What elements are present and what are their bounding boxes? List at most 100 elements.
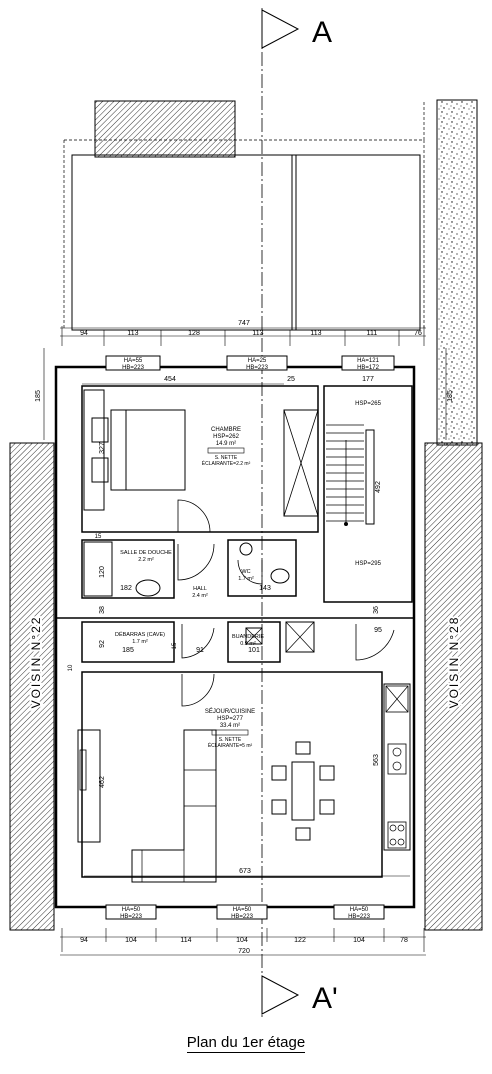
wc-toilet — [270, 568, 290, 584]
door-swing — [177, 499, 211, 533]
dining-chairs — [271, 741, 335, 841]
stair-hsp1: HSP=265 — [355, 401, 382, 407]
dim-95: 95 — [374, 627, 382, 634]
hall-name: HALL — [193, 586, 207, 592]
dim-177: 177 — [362, 376, 374, 383]
section-label-bottom: A' — [312, 982, 338, 1015]
chambre-ecl: ÉCLAIRANTE=2.2 m² — [202, 460, 251, 467]
window-label: HA=50 — [122, 907, 141, 913]
neighbor-left-label: VOISIN N°22 — [29, 616, 43, 709]
door-swing — [355, 624, 395, 661]
sejour-ecl: ÉCLAIRANTE=5 m² — [208, 742, 253, 749]
plan-caption: Plan du 1er étage — [0, 1034, 492, 1053]
dim-top-seg: 113 — [127, 330, 138, 337]
stair-handrail — [365, 429, 375, 525]
dim-92: 92 — [99, 640, 106, 648]
bed — [110, 409, 186, 491]
room-sejour — [81, 671, 383, 878]
tv-cabinet — [77, 729, 101, 843]
sink-drain — [392, 747, 402, 757]
dim-36: 36 — [373, 606, 380, 614]
sejour-area: 33.4 m² — [220, 723, 240, 729]
dim-bottom-seg: 104 — [236, 937, 248, 944]
wardrobe-left — [83, 389, 105, 511]
chambre-ratio: S. NETTE — [215, 455, 238, 461]
sink-drain — [392, 761, 402, 771]
dim-454: 454 — [164, 376, 176, 383]
neighbor-right — [424, 442, 483, 931]
dim-bottom-seg: 104 — [125, 937, 137, 944]
dim-143: 143 — [259, 585, 271, 592]
dim-91: 91 — [196, 647, 204, 654]
fridge — [385, 685, 409, 713]
neighbor-right-label: VOISIN N°28 — [447, 616, 461, 709]
dim-10: 10 — [68, 664, 74, 671]
washbasin — [135, 579, 161, 597]
washing-machine-cross — [245, 627, 263, 645]
wc-area: 1.7 m² — [238, 576, 254, 582]
room-chambre — [81, 385, 319, 533]
window-label: HA=55 — [124, 358, 143, 364]
stair-treads — [326, 424, 364, 522]
dim-top-seg: 128 — [188, 330, 200, 337]
window-label: HB=223 — [246, 365, 269, 371]
room-salle-de-douche — [81, 539, 175, 599]
dim-38: 38 — [99, 606, 106, 614]
window-label: HB=223 — [231, 914, 254, 920]
wardrobe — [283, 409, 319, 517]
duct — [285, 621, 315, 653]
debarras-area: 1.7 m² — [132, 639, 148, 645]
dim-bottom-seg: 104 — [353, 937, 365, 944]
dim-185: 185 — [122, 647, 134, 654]
dim-bottom-seg: 122 — [294, 937, 306, 944]
wc-name: WC — [241, 569, 250, 575]
dim-673: 673 — [239, 868, 251, 875]
windows-bottom: HA=50 HB=223 HA=50 HB=223 HA=50 HB=223 — [105, 904, 385, 920]
dim-327: 327 — [99, 442, 106, 454]
nightstand — [91, 457, 109, 483]
wc-basin — [239, 542, 253, 556]
sejour-ratio: S. NETTE — [219, 737, 242, 743]
kitchen-counter — [383, 683, 411, 851]
dim-25: 25 — [287, 376, 295, 383]
sink — [387, 743, 407, 775]
window-label: HB=172 — [357, 365, 380, 371]
cooktop — [387, 821, 407, 849]
dim-top-overall: 747 — [238, 320, 250, 327]
stair-start — [344, 522, 348, 526]
hall-area: 2.4 m² — [192, 593, 208, 599]
buanderie-name: BUANDERIE — [232, 634, 264, 640]
tv — [79, 749, 87, 791]
section-arrow-bottom — [261, 975, 300, 1015]
dim-563: 563 — [373, 754, 380, 766]
neighbor-left — [9, 442, 55, 931]
dim-left-185: 185 — [35, 390, 42, 402]
windows-top: HA=55 HB=223 HA=25 HB=223 HA=121 HB=172 — [105, 355, 395, 371]
fridge-cross — [385, 685, 409, 713]
dim-182: 182 — [120, 585, 132, 592]
dining-table — [291, 761, 315, 821]
plan-caption-text: Plan du 1er étage — [186, 1034, 306, 1053]
sdd-area: 2.2 m² — [138, 557, 154, 563]
duct-cross — [285, 621, 315, 653]
window-label: HA=50 — [350, 907, 369, 913]
dim-120: 120 — [99, 566, 106, 578]
dim-15: 15 — [95, 534, 102, 540]
terrace-outline — [63, 100, 425, 330]
dim-bottom-seg: 78 — [400, 937, 408, 944]
chambre-area: 14.9 m² — [216, 441, 236, 447]
shower — [83, 541, 113, 597]
chambre-hsp: HSP=262 — [213, 434, 240, 440]
washing-machine — [245, 627, 263, 645]
wardrobe-cross — [283, 409, 319, 517]
window-label: HB=223 — [122, 365, 145, 371]
section-label-top: A — [312, 16, 332, 49]
sejour-name: SÉJOUR/CUISINE — [205, 708, 255, 715]
burners — [389, 824, 405, 846]
debarras-name: DÉBARRAS (CAVE) — [115, 631, 165, 638]
dim-bottom-segments: 94 104 114 104 122 104 78 — [80, 937, 408, 944]
window-label: HA=50 — [233, 907, 252, 913]
dim-bottom-seg: 114 — [180, 937, 191, 944]
section-arrow-top — [261, 9, 300, 49]
dim-top-segments: 94 113 128 113 113 111 76 — [80, 330, 422, 337]
